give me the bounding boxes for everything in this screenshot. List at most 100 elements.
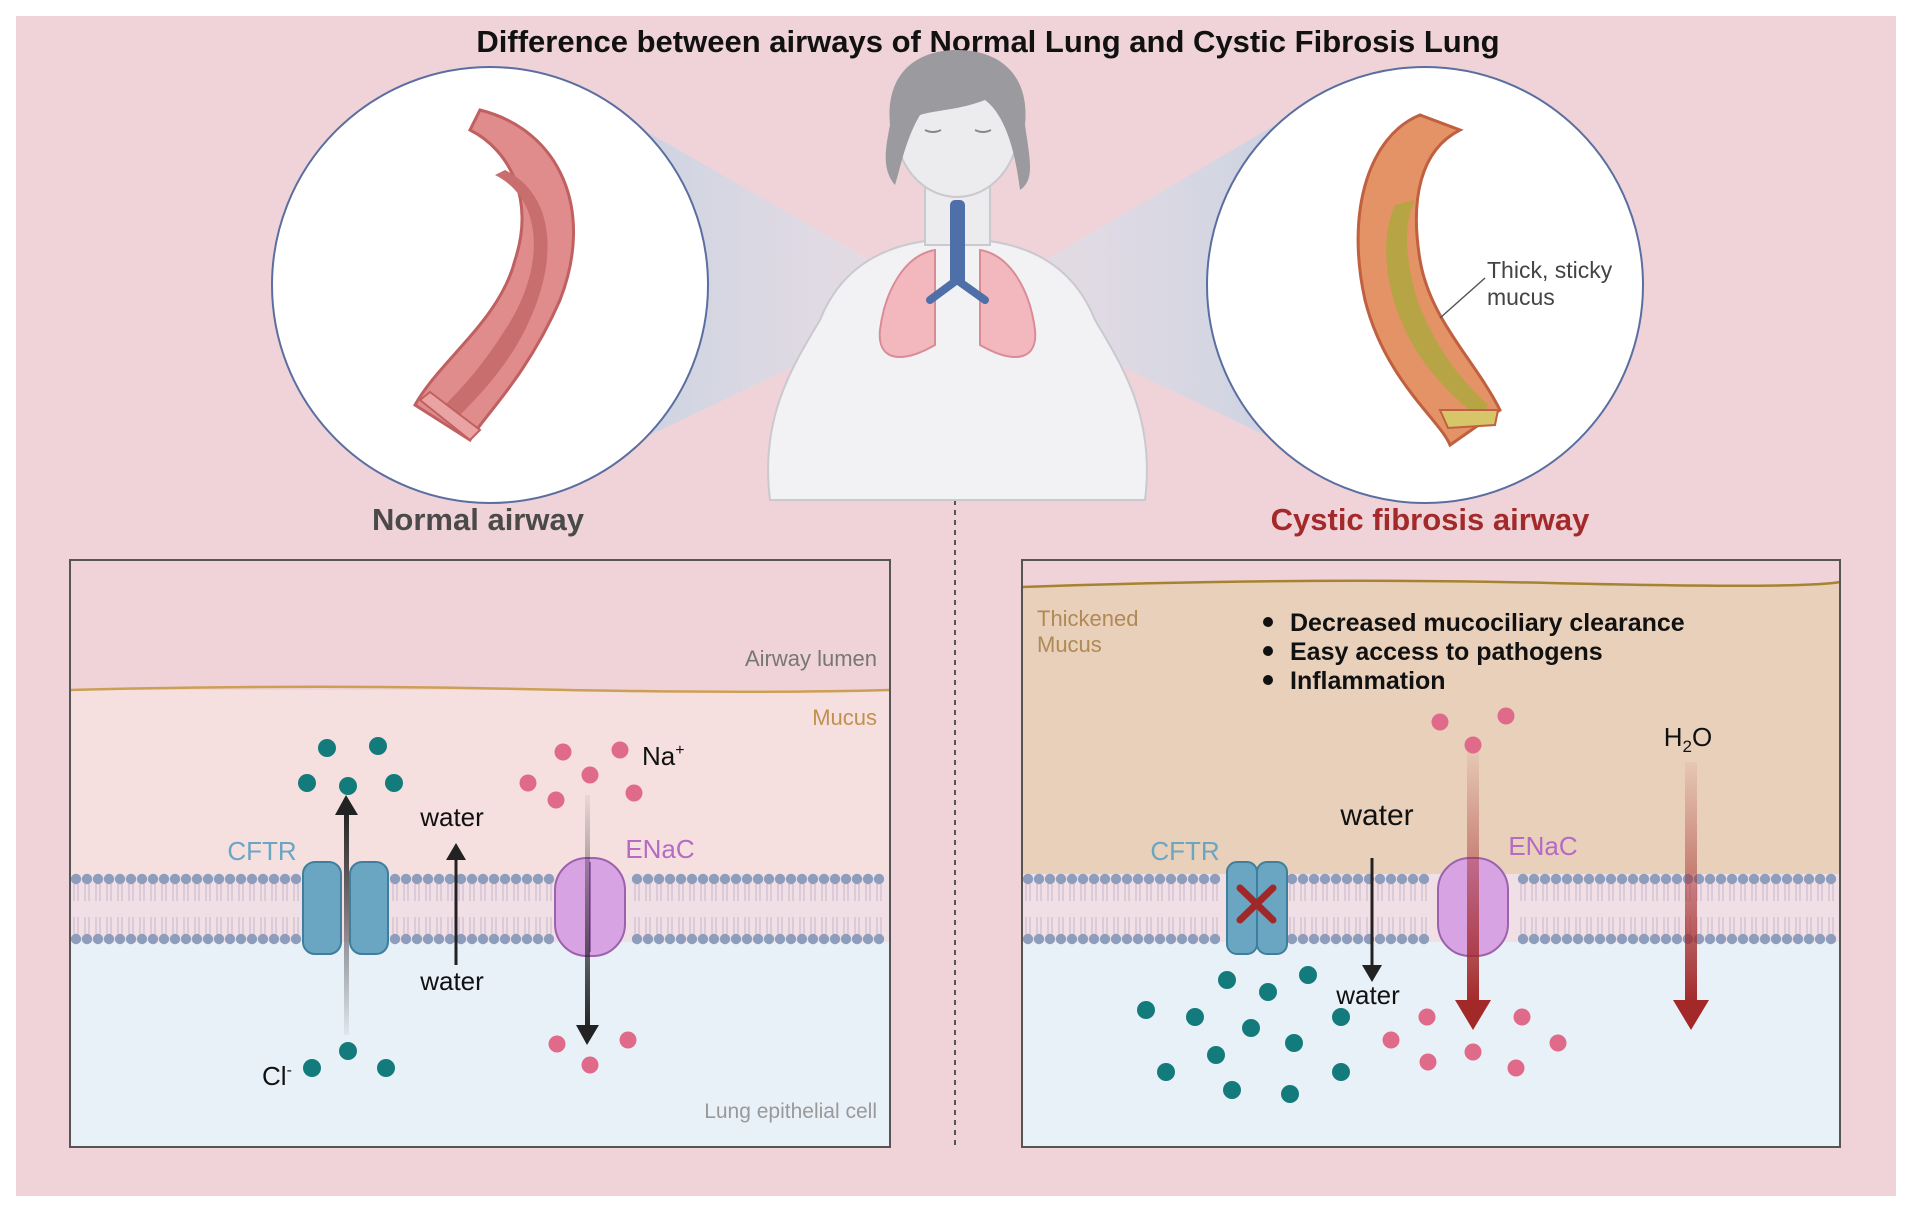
lipid-head (796, 873, 808, 885)
lipid-tail (1520, 884, 1526, 901)
normal-airway-heading: Normal airway (372, 502, 585, 537)
lipid-head (433, 873, 445, 885)
lipid-tail (414, 884, 420, 901)
lipid-tail (1399, 884, 1405, 901)
lipid-head (1209, 933, 1221, 945)
lipid-tail (1124, 917, 1130, 934)
lipid-head (1726, 873, 1738, 885)
lipid-head (1803, 933, 1815, 945)
lipid-tail (1641, 884, 1647, 901)
lipid-head (532, 873, 544, 885)
lipid-head (752, 933, 764, 945)
lipid-head (499, 873, 511, 885)
lipid-tail (546, 884, 552, 901)
h2o-label: H2O (1664, 722, 1712, 756)
lipid-tail (1795, 884, 1801, 901)
lipid-head (1132, 933, 1144, 945)
lipid-tail (755, 884, 761, 901)
lipid-tail (1300, 884, 1306, 901)
lipid-head (1198, 873, 1210, 885)
lipid-tail (1388, 884, 1394, 901)
lipid-head (1374, 873, 1386, 885)
lipid-head (1121, 933, 1133, 945)
lipid-tail (1564, 917, 1570, 934)
lipid-head (1572, 933, 1584, 945)
lipid-tail (678, 884, 684, 901)
normal-chloride-ions (298, 737, 403, 1077)
lipid-head (785, 933, 797, 945)
lipid-tail (161, 917, 167, 934)
lipid-head (455, 873, 467, 885)
lipid-tail (1784, 884, 1790, 901)
lipid-head (1297, 873, 1309, 885)
lipid-tail (293, 884, 299, 901)
lipid-tail (1773, 917, 1779, 934)
lipid-head (829, 933, 841, 945)
lipid-tail (1828, 884, 1834, 901)
normal-water-top-label: water (419, 802, 484, 832)
lipid-head (224, 933, 236, 945)
lipid-head (1528, 873, 1540, 885)
lipid-head (1176, 873, 1188, 885)
lipid-head (466, 933, 478, 945)
lipid-head (631, 873, 643, 885)
lipid-head (1099, 873, 1111, 885)
lipid-head (1649, 873, 1661, 885)
lipid-head (1792, 933, 1804, 945)
lipid-tail (392, 917, 398, 934)
lipid-tail (1058, 917, 1064, 934)
bullet-dot (1263, 617, 1273, 627)
human-body-illustration (767, 50, 1148, 501)
lipid-tail (1025, 884, 1031, 901)
lipid-head (81, 873, 93, 885)
lipid-head (1561, 933, 1573, 945)
lipid-tail (1674, 884, 1680, 901)
lipid-tail (1806, 917, 1812, 934)
lipid-tail (755, 917, 761, 934)
lipid-head (92, 933, 104, 945)
lipid-head (1814, 933, 1826, 945)
lipid-tail (1553, 884, 1559, 901)
lipid-head (1154, 873, 1166, 885)
lipid-head (1198, 933, 1210, 945)
lipid-head (213, 873, 225, 885)
cf-chloride-ions (1137, 966, 1350, 1103)
lipid-head (708, 933, 720, 945)
lipid-head (818, 933, 830, 945)
lipid-tail (1762, 917, 1768, 934)
lipid-head (1726, 933, 1738, 945)
lipid-head (1385, 933, 1397, 945)
lipid-head (851, 933, 863, 945)
lipid-head (1594, 933, 1606, 945)
lipid-head (180, 933, 192, 945)
lipid-head (1825, 933, 1837, 945)
lipid-head (180, 873, 192, 885)
lipid-head (1539, 873, 1551, 885)
lipid-head (136, 933, 148, 945)
lipid-tail (1707, 884, 1713, 901)
lipid-tail (1355, 917, 1361, 934)
lipid-head (1594, 873, 1606, 885)
lipid-tail (1289, 917, 1295, 934)
lipid-tail (139, 884, 145, 901)
lipid-head (752, 873, 764, 885)
lipid-tail (117, 884, 123, 901)
lipid-tail (645, 917, 651, 934)
lipid-tail (205, 884, 211, 901)
sodium-flux-arrowhead (576, 1025, 599, 1045)
mucus-boundary (69, 685, 891, 694)
lipid-head (774, 933, 786, 945)
lipid-tail (1355, 884, 1361, 901)
lipid-head (1539, 933, 1551, 945)
lipid-head (1088, 873, 1100, 885)
lipid-tail (392, 884, 398, 901)
lipid-tail (1124, 884, 1130, 901)
lipid-head (807, 873, 819, 885)
lipid-head (730, 933, 742, 945)
lipid-head (1616, 873, 1628, 885)
lipid-head (1308, 933, 1320, 945)
lipid-tail (1080, 884, 1086, 901)
lipid-tail (502, 917, 508, 934)
lipid-head (1308, 873, 1320, 885)
lipid-tail (799, 917, 805, 934)
